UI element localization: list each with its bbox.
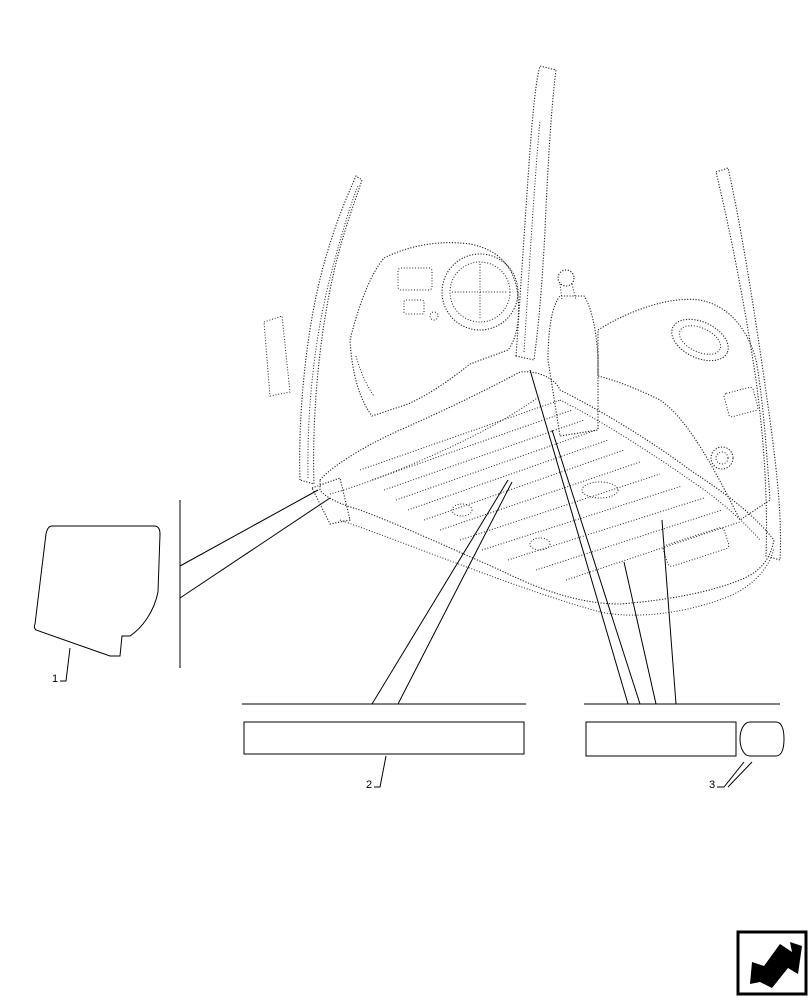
floor-mat-ribs xyxy=(359,399,741,581)
callout-3-label: 3 xyxy=(709,779,715,791)
part-3-floor-strip-roll xyxy=(529,369,785,757)
callout-3: 3 xyxy=(709,761,753,791)
part-2-floor-strip xyxy=(242,479,526,755)
callout-2: 2 xyxy=(366,755,387,791)
part-1-side-glass xyxy=(33,489,331,668)
callout-1-label: 1 xyxy=(52,673,58,685)
next-page-arrow-icon[interactable] xyxy=(736,930,808,996)
cab-illustration xyxy=(263,65,782,616)
callout-2-label: 2 xyxy=(366,779,372,791)
callout-1: 1 xyxy=(52,647,71,685)
